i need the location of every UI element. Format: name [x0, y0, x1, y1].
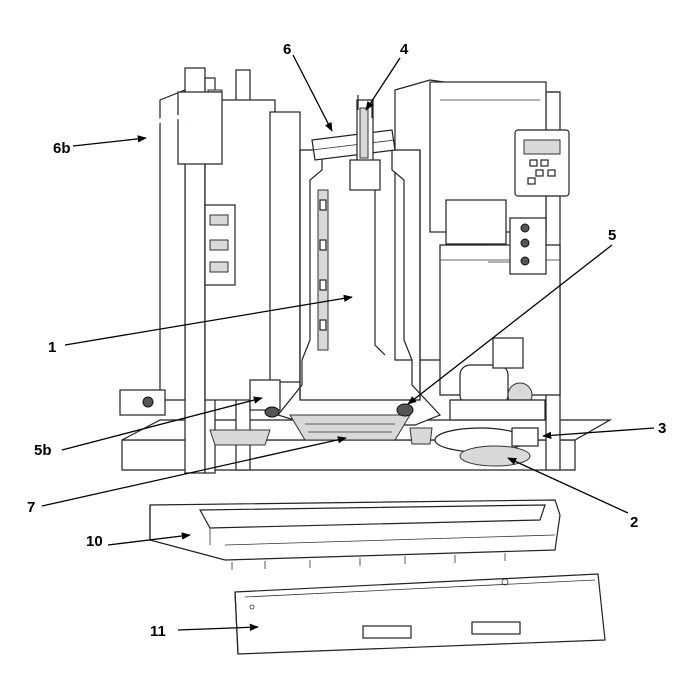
callout-3: 3 — [658, 420, 666, 437]
drip-tray — [149, 499, 561, 570]
front-cover-panel — [234, 573, 606, 655]
callout-11: 11 — [150, 623, 166, 640]
vessel — [209, 149, 442, 446]
leader-6 — [292, 54, 333, 132]
callout-4: 4 — [400, 41, 409, 58]
callout-5b: 5b — [34, 442, 52, 459]
leader-11 — [177, 623, 259, 631]
leader-5b — [61, 396, 263, 451]
leader-4 — [365, 57, 401, 111]
callout-10: 10 — [86, 533, 103, 550]
leader-10 — [107, 532, 191, 546]
callout-5: 5 — [608, 227, 616, 244]
callout-6b: 6b — [53, 140, 71, 157]
callout-labels: 6b 6 4 5 1 3 5b 2 7 10 11 — [27, 41, 666, 640]
cabinet-frame — [119, 67, 613, 474]
leader-1 — [64, 294, 353, 346]
callout-1: 1 — [48, 339, 56, 356]
leader-5 — [407, 244, 613, 405]
leader-7 — [41, 436, 347, 507]
leader-lines — [41, 54, 655, 631]
leader-3 — [542, 427, 655, 440]
leader-2 — [507, 457, 629, 514]
leader-6b — [72, 135, 147, 147]
callout-7: 7 — [27, 499, 35, 516]
callout-6: 6 — [283, 41, 291, 58]
callout-2: 2 — [630, 514, 638, 531]
top-bracket-assembly — [311, 95, 396, 191]
